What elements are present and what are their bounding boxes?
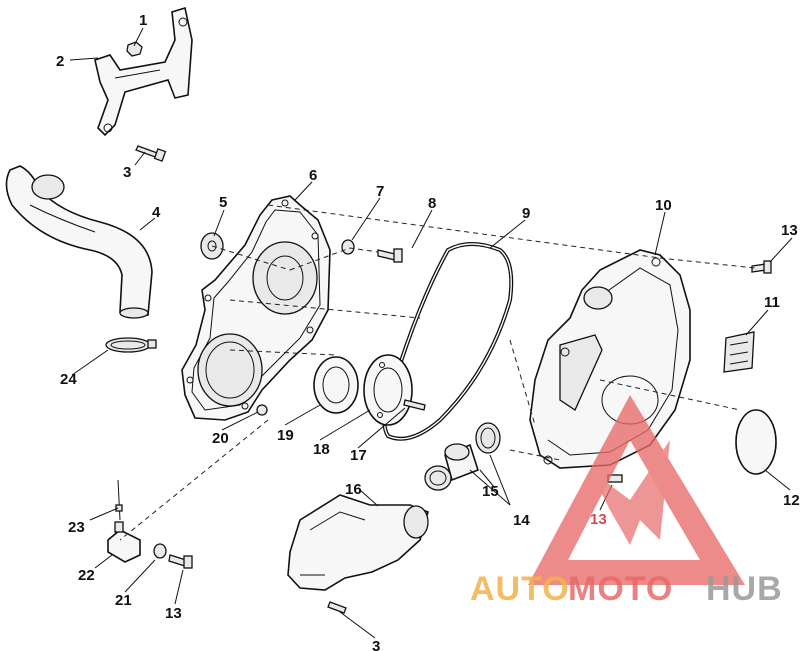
part-hose-clamp	[105, 337, 157, 353]
label-10: 10	[655, 197, 672, 214]
label-14: 14	[513, 512, 530, 529]
watermark-auto: AUTO	[470, 570, 570, 608]
part-washer-21	[153, 543, 167, 559]
part-screw-8	[377, 248, 403, 263]
label-7: 7	[376, 183, 384, 200]
label-6: 6	[309, 167, 317, 184]
part-air-duct	[287, 494, 429, 591]
assembly-lines	[119, 204, 756, 541]
label-16: 16	[345, 481, 362, 498]
label-23: 23	[68, 519, 85, 536]
part-hose	[5, 165, 153, 319]
label-22: 22	[78, 567, 95, 584]
label-13-mid: 13	[590, 511, 607, 528]
label-18: 18	[313, 441, 330, 458]
part-bracket-22	[107, 521, 141, 563]
part-bolt-17	[403, 399, 426, 411]
label-12: 12	[783, 492, 800, 509]
watermark-logo	[528, 395, 745, 585]
part-drive-belt	[382, 242, 514, 441]
label-13-right: 13	[781, 222, 798, 239]
watermark-hub: HUB	[706, 570, 783, 608]
part-clamp-14b	[424, 465, 452, 491]
label-17: 17	[350, 447, 367, 464]
part-gasket-12	[735, 409, 777, 475]
part-nut-20	[256, 404, 268, 416]
label-2: 2	[56, 53, 64, 70]
label-5: 5	[219, 194, 227, 211]
label-20: 20	[212, 430, 229, 447]
part-bolt-13-bottom	[168, 554, 193, 569]
label-19: 19	[277, 427, 294, 444]
part-number-labels: 1 2 3 4 5 6 7 8 9 10 13 11 12 24 20 19 1…	[56, 12, 800, 651]
part-decal-11	[723, 331, 755, 373]
part-stud-23	[115, 479, 123, 521]
label-13-bottom: 13	[165, 605, 182, 622]
part-washer-7	[341, 239, 355, 255]
label-15: 15	[482, 483, 499, 500]
part-clamp-14a	[475, 422, 501, 454]
label-24: 24	[60, 371, 77, 388]
watermark-text: AUTO MOTO HUB	[470, 570, 783, 608]
leader-lines	[69, 27, 793, 639]
label-1: 1	[139, 12, 147, 29]
label-8: 8	[428, 195, 436, 212]
part-inner-cover	[181, 195, 331, 421]
part-pulley-18	[363, 354, 413, 426]
part-bolt-3-top	[135, 145, 167, 162]
part-bolt-13-right	[751, 260, 772, 274]
label-3-bottom: 3	[372, 638, 380, 651]
part-mounting-bracket	[94, 6, 193, 137]
part-bolt-3-bottom	[327, 601, 347, 614]
part-outer-cover	[529, 249, 691, 469]
label-9: 9	[522, 205, 530, 222]
label-21: 21	[115, 592, 132, 609]
part-seal-19	[313, 356, 359, 414]
label-11: 11	[764, 294, 780, 311]
label-3-top: 3	[123, 164, 131, 181]
label-4: 4	[152, 204, 161, 221]
watermark-moto: MOTO	[568, 570, 673, 608]
